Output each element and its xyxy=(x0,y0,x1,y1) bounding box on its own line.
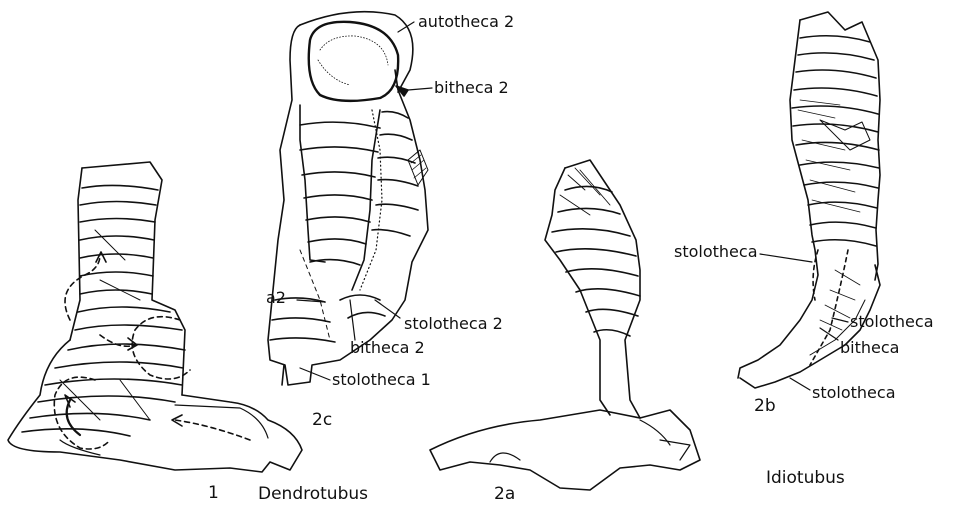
label-2b-stolotheca-right: stolotheca xyxy=(850,314,934,330)
figure-1-specimen xyxy=(8,162,302,472)
genus-dendrotubus: Dendrotubus xyxy=(258,486,368,503)
leader-autotheca xyxy=(398,22,414,32)
leader-stolotheca-1 xyxy=(300,368,330,380)
label-2b-stolotheca-lower: stolotheca xyxy=(812,385,896,401)
leader-bitheca-mid xyxy=(350,300,355,340)
label-a2: a2 xyxy=(266,290,286,306)
genus-idiotubus: Idiotubus xyxy=(766,470,845,487)
leader-2b-stolotheca-right xyxy=(832,318,848,322)
label-bitheca-2-top: bitheca 2 xyxy=(434,80,509,96)
leader-2b-bitheca xyxy=(820,328,838,340)
leader-stolotheca-2 xyxy=(375,300,400,318)
label-bitheca-2-mid: bitheca 2 xyxy=(350,340,425,356)
label-leader-lines xyxy=(297,22,848,390)
leader-2b-stolotheca-upper xyxy=(760,254,812,262)
label-stolotheca-2: stolotheca 2 xyxy=(404,316,503,332)
figure-number-2c: 2c xyxy=(312,412,332,429)
figure-2b-specimen xyxy=(738,12,880,388)
leader-2b-stolotheca-lower xyxy=(790,378,810,390)
label-stolotheca-1: stolotheca 1 xyxy=(332,372,431,388)
label-2b-bitheca: bitheca xyxy=(840,340,899,356)
figure-number-1: 1 xyxy=(208,485,219,502)
figure-number-2b: 2b xyxy=(754,398,776,415)
label-2b-stolotheca-upper: stolotheca xyxy=(674,244,758,260)
label-autotheca-2: autotheca 2 xyxy=(418,14,514,30)
figure-number-2a: 2a xyxy=(494,486,515,503)
leader-bitheca-top xyxy=(408,88,432,90)
